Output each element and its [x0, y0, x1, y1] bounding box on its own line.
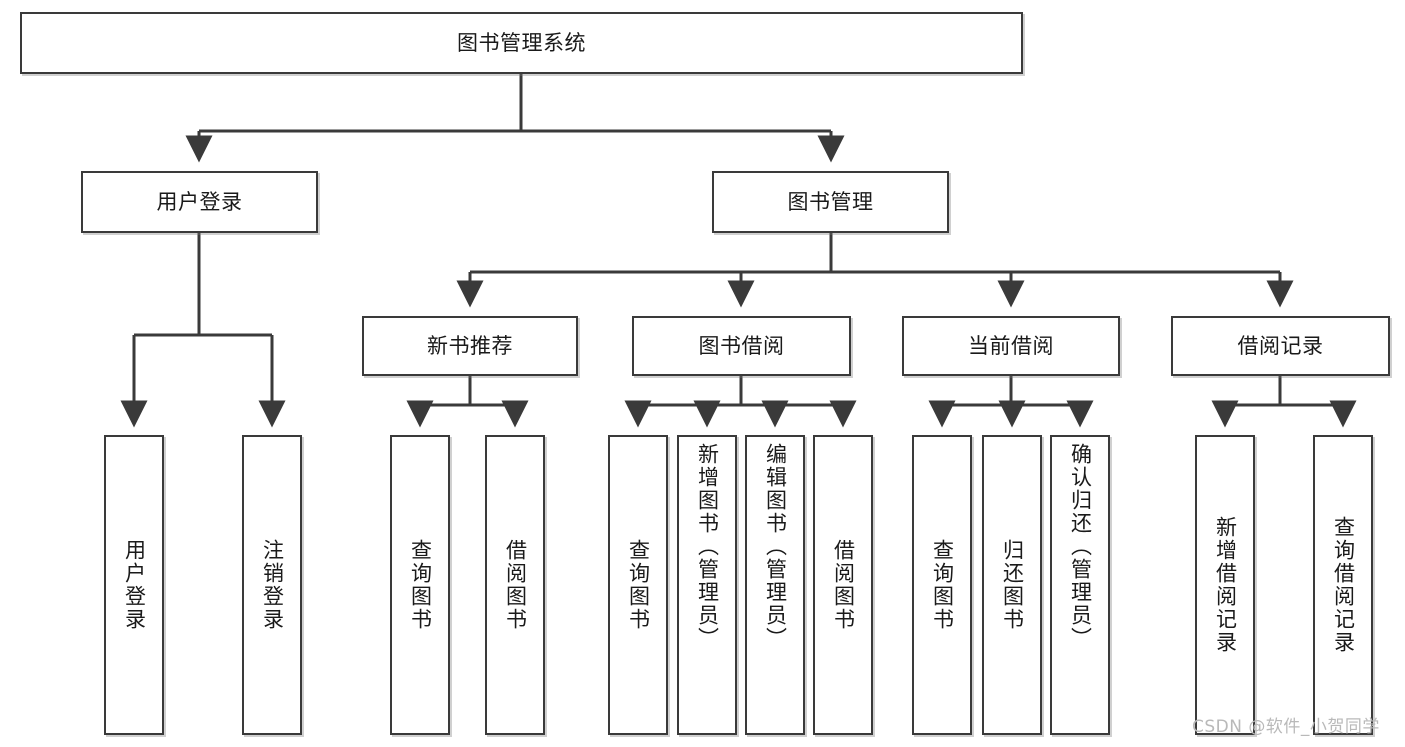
node-root[interactable]: 图书管理系统 — [20, 12, 1023, 74]
node-leaf-edit-book[interactable]: 编辑图书（管理员） — [745, 435, 805, 735]
node-leaf-edit-book-label: 编辑图书（管理员） — [763, 443, 788, 650]
node-leaf-return-book-label: 归还图书 — [1000, 539, 1025, 631]
node-leaf-borrow-book-1-label: 借阅图书 — [503, 539, 528, 631]
node-leaf-query-book-3-label: 查询图书 — [930, 539, 955, 631]
node-leaf-add-book[interactable]: 新增图书（管理员） — [677, 435, 737, 735]
node-leaf-query-book-3[interactable]: 查询图书 — [912, 435, 972, 735]
node-leaf-confirm-return[interactable]: 确认归还（管理员） — [1050, 435, 1110, 735]
node-borrow-record-label: 借阅记录 — [1237, 333, 1324, 358]
node-root-label: 图书管理系统 — [457, 30, 586, 55]
node-book-borrow-label: 图书借阅 — [698, 333, 785, 358]
node-leaf-query-book-1[interactable]: 查询图书 — [390, 435, 450, 735]
node-leaf-borrow-book-1[interactable]: 借阅图书 — [485, 435, 545, 735]
node-user-login[interactable]: 用户登录 — [81, 171, 318, 233]
node-leaf-query-book-1-label: 查询图书 — [408, 539, 433, 631]
node-book-manage-label: 图书管理 — [787, 189, 874, 214]
node-new-book-recommend-label: 新书推荐 — [427, 333, 513, 358]
node-current-borrow-label: 当前借阅 — [968, 333, 1054, 358]
node-leaf-logout-label: 注销登录 — [260, 539, 285, 631]
node-leaf-query-record-label: 查询借阅记录 — [1331, 516, 1356, 654]
node-leaf-query-record[interactable]: 查询借阅记录 — [1313, 435, 1373, 735]
node-new-book-recommend[interactable]: 新书推荐 — [362, 316, 578, 376]
node-user-login-label: 用户登录 — [156, 189, 243, 214]
node-current-borrow[interactable]: 当前借阅 — [902, 316, 1120, 376]
node-leaf-add-record[interactable]: 新增借阅记录 — [1195, 435, 1255, 735]
node-leaf-return-book[interactable]: 归还图书 — [982, 435, 1042, 735]
node-leaf-confirm-return-label: 确认归还（管理员） — [1068, 443, 1093, 650]
node-leaf-query-book-2-label: 查询图书 — [626, 539, 651, 631]
node-leaf-add-record-label: 新增借阅记录 — [1213, 516, 1238, 654]
node-leaf-borrow-book-2[interactable]: 借阅图书 — [813, 435, 873, 735]
node-book-manage[interactable]: 图书管理 — [712, 171, 949, 233]
node-leaf-logout[interactable]: 注销登录 — [242, 435, 302, 735]
node-leaf-user-login-label: 用户登录 — [122, 539, 147, 631]
node-leaf-user-login[interactable]: 用户登录 — [104, 435, 164, 735]
node-leaf-add-book-label: 新增图书（管理员） — [695, 443, 720, 650]
node-borrow-record[interactable]: 借阅记录 — [1171, 316, 1390, 376]
node-leaf-query-book-2[interactable]: 查询图书 — [608, 435, 668, 735]
node-leaf-borrow-book-2-label: 借阅图书 — [831, 539, 856, 631]
node-book-borrow[interactable]: 图书借阅 — [632, 316, 851, 376]
watermark: CSDN @软件_小贺同学 — [1192, 717, 1380, 737]
